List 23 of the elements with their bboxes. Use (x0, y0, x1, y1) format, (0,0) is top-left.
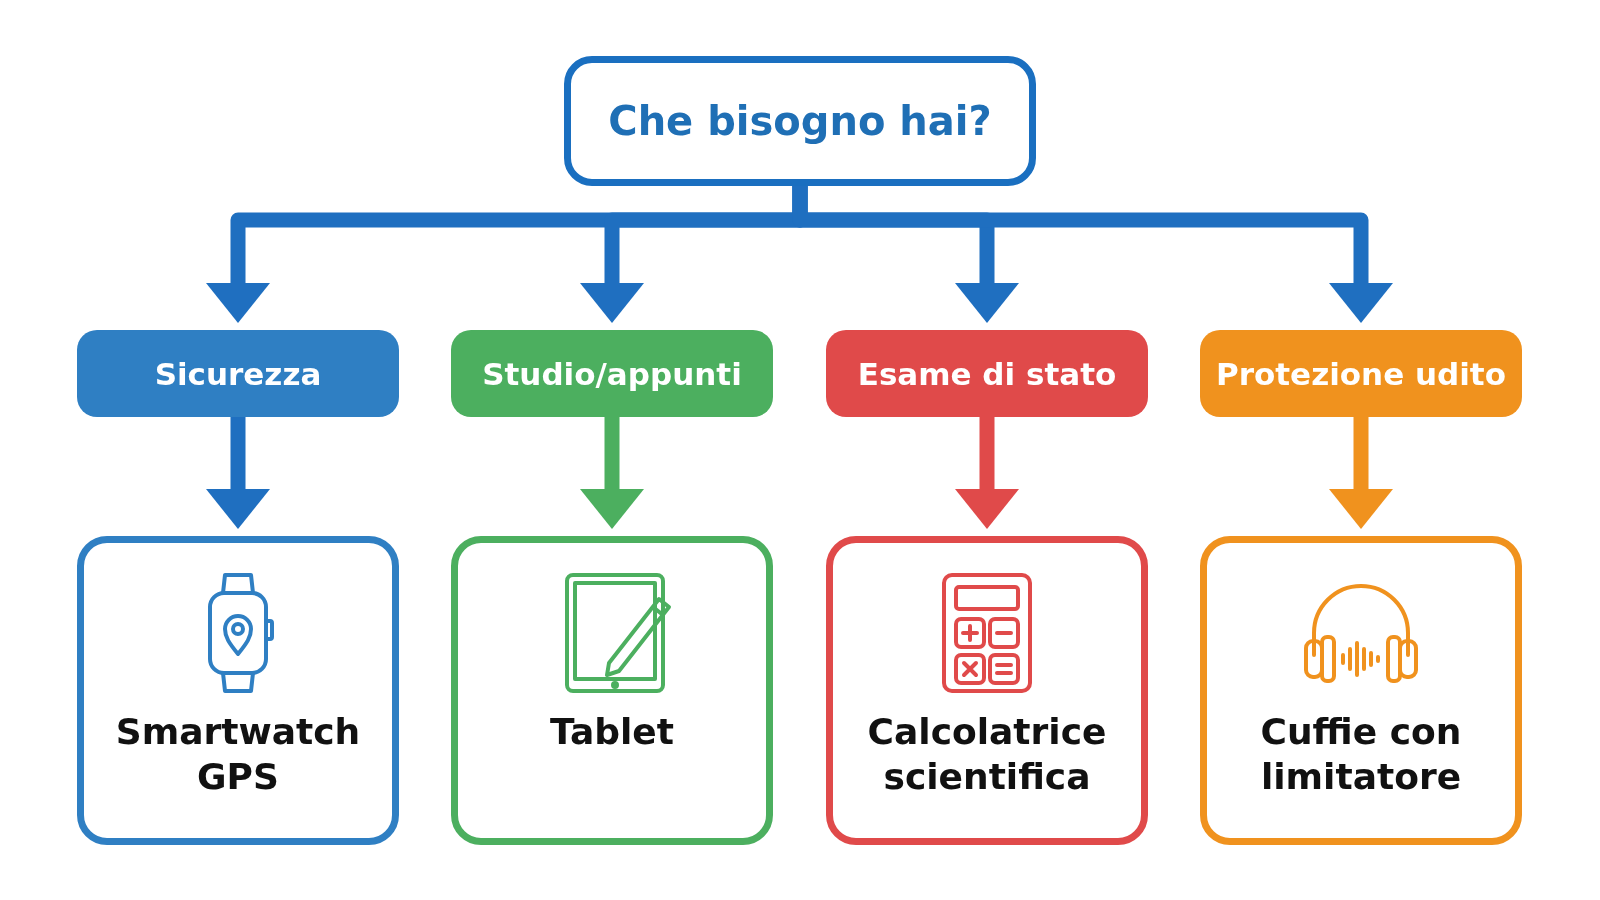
category-box (451, 330, 773, 417)
category-box (826, 330, 1148, 417)
device-box (77, 536, 399, 845)
arrow (955, 417, 1019, 529)
device-box (451, 536, 773, 845)
device-label: Smartwatch GPS (114, 710, 362, 799)
arrow (580, 417, 644, 529)
device-label: Tablet (549, 710, 675, 754)
category-label: Protezione udito (1216, 355, 1506, 392)
device-label: Calcolatrice scientifica (866, 710, 1108, 799)
device-label: Cuffie con limitatore (1259, 710, 1463, 799)
arrow (206, 417, 270, 529)
category-box (1200, 330, 1522, 417)
question-box (564, 56, 1036, 186)
category-label: Esame di stato (857, 355, 1117, 392)
device-box (826, 536, 1148, 845)
category-box (77, 330, 399, 417)
device-box (1200, 536, 1522, 845)
arrow (792, 186, 1393, 323)
category-label: Sicurezza (154, 355, 322, 392)
category-label: Studio/appunti (482, 355, 742, 392)
arrow (1329, 417, 1393, 529)
question-text: Che bisogno hai? (608, 98, 992, 144)
